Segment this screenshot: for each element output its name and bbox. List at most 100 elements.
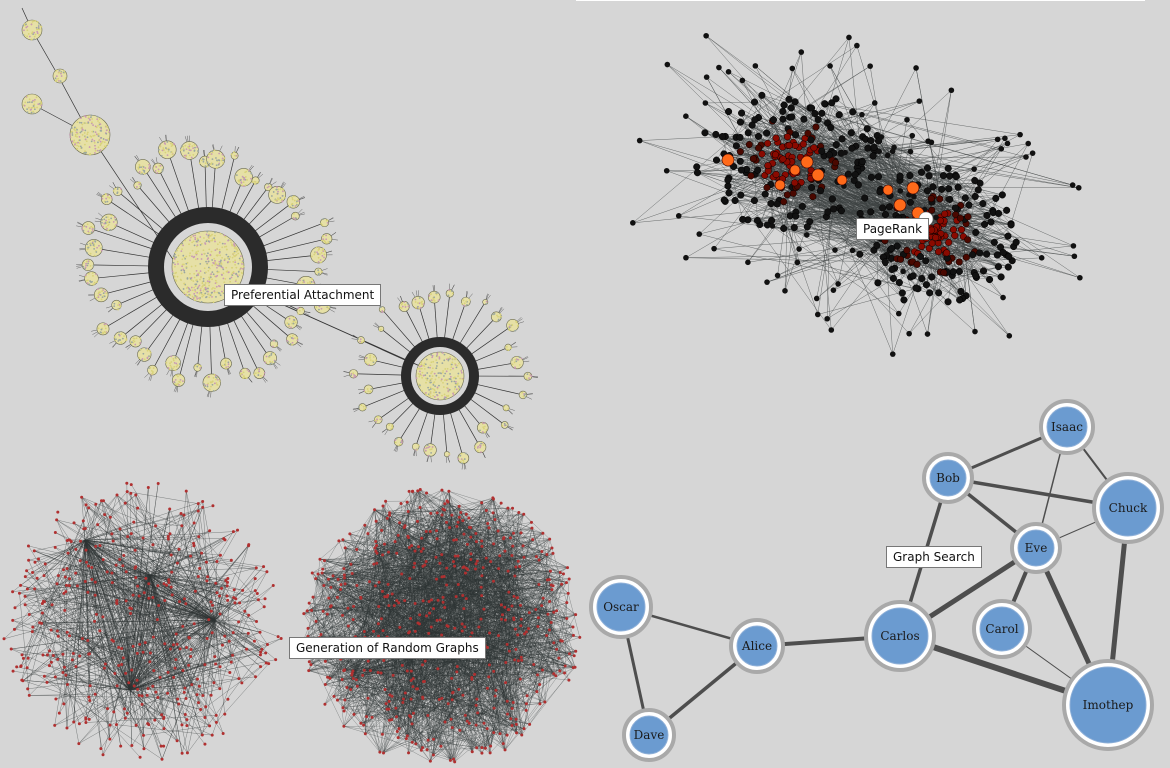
pagerank-graph xyxy=(630,32,1083,357)
pa-node xyxy=(158,164,161,167)
pa-node xyxy=(86,252,89,254)
pr-node xyxy=(828,195,836,203)
pa-node xyxy=(114,225,116,228)
pr-edge xyxy=(816,208,834,299)
pa-node xyxy=(430,361,433,364)
pa-node xyxy=(207,293,210,296)
pa-node xyxy=(69,133,71,136)
pa-node xyxy=(459,460,462,463)
pa-node xyxy=(81,228,84,231)
pr-edge xyxy=(869,66,896,226)
pa-node xyxy=(80,147,83,149)
pa-node xyxy=(415,307,418,309)
pa-node xyxy=(216,383,219,386)
pa-node xyxy=(235,279,238,282)
pa-node xyxy=(26,35,29,38)
pa-node xyxy=(515,360,518,363)
pa-edge xyxy=(239,186,269,226)
pa-node xyxy=(429,395,432,398)
pa-node xyxy=(103,145,106,148)
pa-cluster xyxy=(357,336,365,344)
pa-node xyxy=(277,197,279,200)
pa-node xyxy=(433,395,436,398)
pa-edge xyxy=(473,383,524,396)
pa-node xyxy=(98,121,101,124)
pa-node xyxy=(92,244,95,246)
pr-node xyxy=(993,251,1001,259)
pr-node xyxy=(835,111,843,119)
pa-node xyxy=(270,352,273,355)
pa-node xyxy=(455,383,457,386)
pr-node xyxy=(813,295,820,302)
pa-node xyxy=(171,153,174,156)
pa-node xyxy=(291,334,294,337)
pa-node xyxy=(370,388,373,390)
pa-node xyxy=(415,377,418,380)
pr-node xyxy=(898,289,906,297)
pa-node xyxy=(74,133,77,136)
pa-node xyxy=(205,271,207,274)
pa-node xyxy=(436,361,439,364)
pa-node xyxy=(192,280,195,283)
pa-node xyxy=(278,198,280,201)
pa-node xyxy=(137,166,140,169)
pa-node xyxy=(434,378,437,381)
pa-node xyxy=(293,199,296,202)
pa-node xyxy=(173,361,176,364)
pa-node xyxy=(463,304,466,307)
pa-node xyxy=(76,132,79,135)
pa-node xyxy=(145,347,147,350)
pa-node xyxy=(317,273,320,276)
pa-node xyxy=(169,364,172,367)
pa-node xyxy=(223,281,226,284)
pa-node xyxy=(86,248,89,251)
pa-node xyxy=(199,270,202,273)
pa-node xyxy=(206,161,209,164)
rg-edge xyxy=(14,574,151,630)
pa-node xyxy=(364,390,367,393)
pa-node xyxy=(208,278,211,281)
rg-edge xyxy=(78,644,178,744)
pa-node xyxy=(188,147,191,150)
pa-node xyxy=(441,394,443,397)
pa-node xyxy=(31,101,33,104)
pr-node xyxy=(940,269,948,277)
pa-node xyxy=(325,238,328,241)
pa-node xyxy=(166,148,168,151)
pa-edge xyxy=(389,399,417,427)
pr-edge xyxy=(824,103,1021,135)
pa-node xyxy=(26,29,29,32)
pa-node xyxy=(174,378,177,381)
pr-node xyxy=(924,331,931,337)
pa-node xyxy=(269,363,272,366)
pa-node xyxy=(269,360,271,363)
pa-node xyxy=(275,340,277,343)
rg-edge xyxy=(27,540,68,689)
pa-node xyxy=(191,145,194,148)
pa-cluster xyxy=(152,162,164,174)
pa-node xyxy=(215,285,218,288)
pr-edge xyxy=(820,102,875,191)
pa-node xyxy=(228,258,231,260)
rg-edge xyxy=(161,619,216,760)
pa-node xyxy=(420,374,423,377)
pr-node xyxy=(832,95,840,103)
pa-node xyxy=(37,25,40,27)
pa-node xyxy=(221,291,224,294)
pr-node xyxy=(928,206,936,214)
rg-edge xyxy=(73,539,86,723)
pa-cluster xyxy=(239,367,251,380)
pa-node xyxy=(95,251,98,253)
pa-node xyxy=(192,235,195,237)
pa-edge xyxy=(189,150,201,216)
pa-node xyxy=(91,230,94,232)
pa-node xyxy=(293,316,296,319)
pa-node xyxy=(88,283,91,286)
pa-node xyxy=(452,376,455,379)
pr-node xyxy=(923,187,931,195)
pa-node xyxy=(161,168,164,171)
pr-node xyxy=(849,247,856,254)
rg-edge xyxy=(241,662,267,684)
pa-node xyxy=(358,406,360,408)
pa-node xyxy=(99,123,102,126)
